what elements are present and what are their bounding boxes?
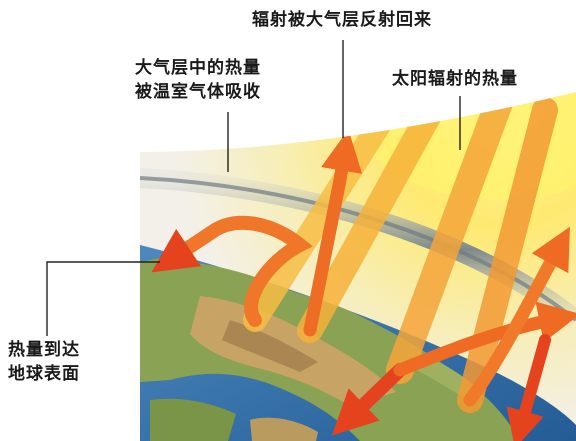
surface-arrow-1 <box>331 363 407 436</box>
leader-surface <box>46 261 160 336</box>
incoming-solar-rays <box>243 92 558 413</box>
absorbed-heat-arrow <box>151 215 313 327</box>
sky <box>140 92 576 441</box>
reflected-arrow <box>303 129 363 337</box>
leader-lines <box>46 40 461 336</box>
surface-arrow-2 <box>506 334 551 441</box>
label-absorbed: 大气层中的热量 被温室气体吸收 <box>135 58 261 102</box>
label-solar: 太阳辐射的热量 <box>392 69 518 89</box>
reemitted-arrow <box>463 226 570 407</box>
earth <box>140 245 576 441</box>
surface-bounce-arrow <box>393 301 576 377</box>
label-reflected: 辐射被大气层反射回来 <box>252 10 432 30</box>
label-surface: 热量到达 地球表面 <box>8 340 80 384</box>
